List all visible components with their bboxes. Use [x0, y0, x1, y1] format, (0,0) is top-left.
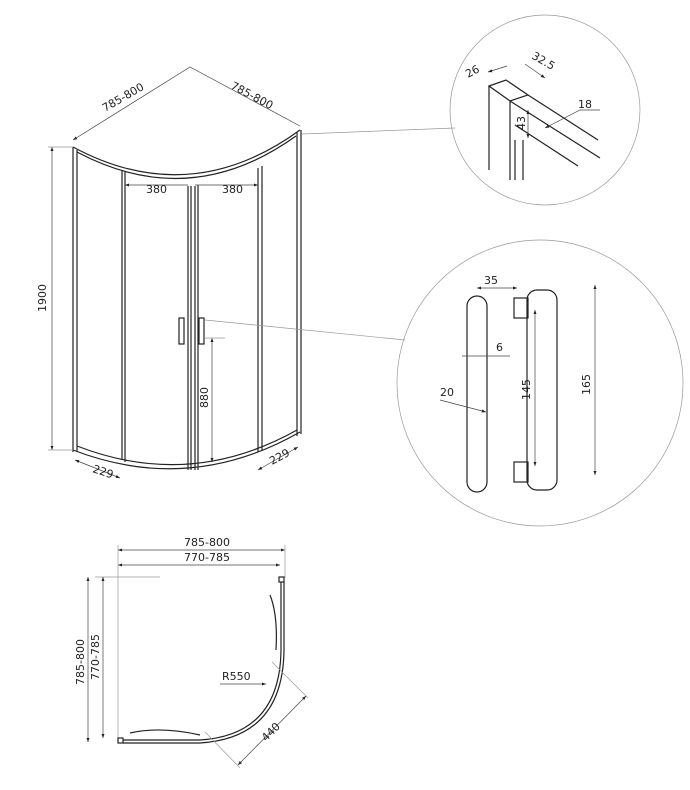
dim-plan-inner-depth: 770-785 [89, 634, 102, 680]
dim-profile-32-5: 32.5 [530, 49, 558, 73]
profile-detail: 26 32.5 18 43 [449, 14, 641, 206]
dim-plan-outer-width: 785-800 [184, 536, 230, 549]
dim-depth-right: 785-800 [229, 79, 276, 112]
dim-door-right: 380 [222, 183, 243, 196]
dim-plan-inner-width: 770-785 [184, 551, 230, 564]
dim-profile-26: 26 [463, 63, 481, 81]
dim-door-left: 380 [146, 183, 167, 196]
dim-profile-18: 18 [578, 98, 592, 111]
handle-right [198, 317, 205, 345]
dim-fixed-left: 229 [91, 462, 115, 481]
handle-detail: 35 165 145 6 20 [396, 239, 684, 527]
dim-height: 1900 [36, 284, 49, 312]
dim-plan-outer-depth: 785-800 [74, 639, 87, 685]
dim-handle-165: 165 [580, 374, 593, 395]
dim-plan-radius: R550 [222, 670, 251, 683]
elevation-view: 785-800 785-800 380 380 1900 880 229 229 [36, 66, 456, 481]
dim-handle-height: 880 [198, 387, 211, 408]
dim-depth-left: 785-800 [100, 80, 146, 114]
handle-left [178, 317, 185, 345]
dim-handle-20: 20 [440, 386, 454, 399]
dim-profile-43: 43 [515, 116, 528, 130]
dim-handle-145: 145 [520, 379, 533, 400]
dim-fixed-right: 229 [267, 446, 292, 467]
dim-handle-35: 35 [484, 274, 498, 287]
plan-view: 785-800 770-785 785-800 770-785 R550 440 [74, 536, 309, 769]
dim-handle-6: 6 [496, 341, 503, 354]
